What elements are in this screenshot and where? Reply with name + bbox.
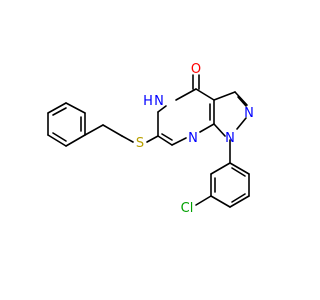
bond [229, 195, 250, 208]
bond [210, 162, 231, 175]
bond [237, 96, 247, 107]
bond [213, 123, 226, 137]
bond [84, 124, 104, 136]
structure-diagram: O H N N N N S Cl [47, 62, 254, 216]
bond [47, 102, 67, 114]
bond [199, 123, 215, 133]
bond [231, 167, 246, 177]
bond [157, 105, 167, 113]
molecule-canvas: O H N N N N S Cl [47, 62, 254, 216]
bond [234, 91, 248, 106]
bond [157, 135, 173, 146]
bonds [47, 74, 250, 208]
atom-nh-nitrogen: N [154, 94, 164, 109]
atom-nitrogen-pyrazole-bottom: N [225, 131, 235, 146]
bond [231, 193, 246, 203]
bond [65, 102, 86, 114]
bond [161, 133, 173, 141]
bond [210, 195, 231, 208]
bond [213, 91, 236, 101]
bond [47, 134, 67, 147]
bond [229, 162, 250, 175]
atom-chlorine: Cl [181, 201, 194, 216]
atom-sulfur: S [136, 136, 144, 151]
bond [52, 107, 67, 116]
bond [65, 134, 86, 147]
bond [121, 135, 134, 143]
atom-labels: O H N N N N S Cl [136, 62, 254, 216]
bond [175, 88, 197, 101]
bond [236, 117, 247, 130]
bond [52, 132, 67, 142]
bond [195, 88, 215, 101]
atom-nitrogen-pyrimidine: N [188, 131, 198, 146]
bond [171, 137, 187, 146]
bond [146, 135, 159, 143]
atom-nitrogen-pyrazole-top: N [244, 106, 254, 121]
bond [195, 195, 212, 206]
bond [102, 124, 123, 137]
atom-oxygen: O [191, 62, 201, 77]
atom-nh-hydrogen: H [143, 94, 153, 109]
